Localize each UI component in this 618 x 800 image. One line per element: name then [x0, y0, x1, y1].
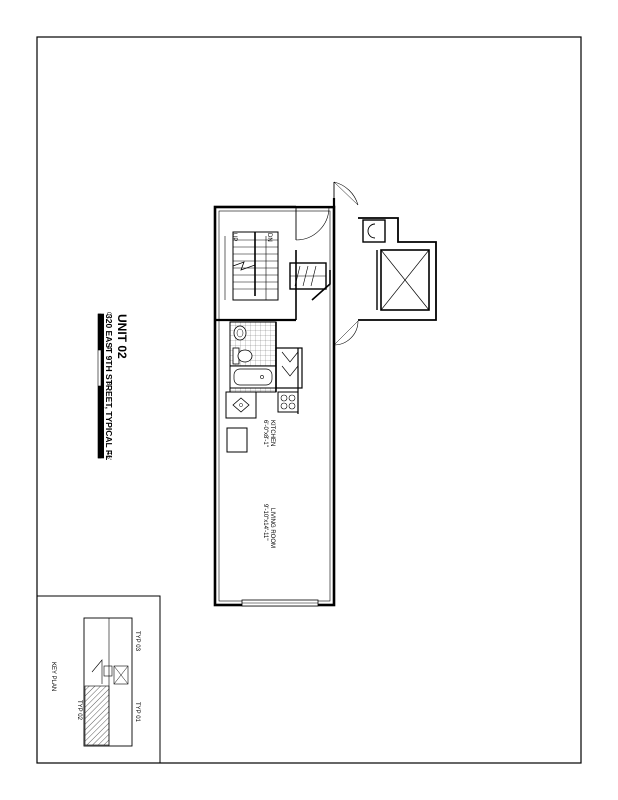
living-room: LIVING ROOM 9'-10"x14'-11" — [262, 504, 275, 548]
title-block: UNIT 02 320 EAST 9TH STREET, TYPICAL FL — [104, 314, 129, 460]
key-plan-frame — [37, 595, 161, 763]
sheet-border — [36, 36, 582, 764]
elevator-shaft — [380, 249, 430, 311]
apartment-plan: UP DN — [213, 181, 359, 607]
kitchen: KITCHEN 6'-0"x8'-1" — [225, 347, 303, 453]
corridor-door-top — [333, 181, 359, 215]
bathroom — [229, 321, 277, 393]
kitchen-dims: 6'-0"x8'-1" — [262, 420, 268, 447]
entry-door — [295, 206, 330, 241]
key-plan-title: KEY PLAN — [50, 662, 56, 691]
scale-tick-4: 4' — [105, 346, 111, 350]
key-plan-label-03: TYP 03 — [134, 631, 140, 652]
stair: UP DN — [224, 231, 279, 301]
window — [241, 599, 319, 607]
corridor-door-bottom — [333, 320, 359, 346]
closet — [289, 262, 327, 290]
stair-down-label: DN — [266, 233, 272, 242]
unit-title: UNIT 02 — [115, 314, 129, 359]
stair-up-label: UP — [231, 233, 237, 241]
scale-tick-0: 0 — [105, 312, 111, 316]
kitchen-name: KITCHEN — [269, 420, 275, 446]
building-core — [358, 217, 437, 321]
scale-bar: 0 4' 8' 16' — [97, 312, 111, 460]
trash-chute — [362, 219, 386, 243]
living-room-name: LIVING ROOM — [269, 508, 275, 548]
key-plan: KEY PLAN TYP 03 TYP 01 TYP 02 — [50, 617, 140, 747]
scale-tick-8: 8' — [105, 382, 111, 386]
key-plan-label-01: TYP 01 — [134, 702, 140, 723]
address-title: 320 EAST 9TH STREET, TYPICAL FL — [104, 314, 114, 460]
living-room-dims: 9'-10"x14'-11" — [262, 504, 268, 540]
key-plan-label-02: TYP 02 — [76, 700, 82, 721]
scale-tick-16: 16' — [105, 452, 111, 460]
